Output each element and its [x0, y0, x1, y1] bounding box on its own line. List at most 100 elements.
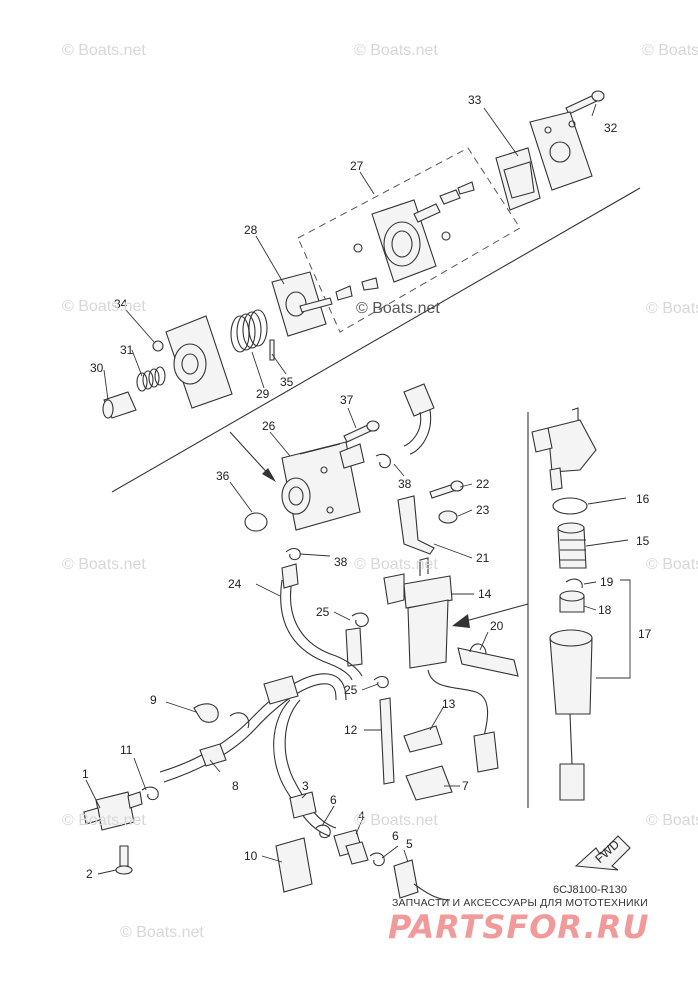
part-label-25b: 25 [344, 683, 358, 697]
part-label-32: 32 [604, 121, 618, 135]
filter-arrow-line [461, 603, 529, 623]
part-label-15: 15 [636, 534, 650, 548]
hose-3 [273, 699, 331, 837]
fuel-filter-14 [383, 557, 489, 737]
part-label-37: 37 [340, 393, 354, 407]
part-label-21: 21 [476, 551, 490, 565]
hose-3-end [289, 791, 317, 819]
part-label-27: 27 [350, 159, 364, 173]
part-label-38b: 38 [334, 555, 348, 569]
hose-sleeve-upper [263, 675, 299, 705]
upper-section-divider [111, 187, 641, 493]
part-label-18: 18 [598, 603, 612, 617]
part-label-26: 26 [262, 419, 276, 433]
pipe-short [345, 627, 363, 667]
o-ring-16 [552, 497, 588, 515]
watermark: © Boats.net [62, 42, 146, 59]
clamp-7 [405, 765, 453, 801]
pump-cover [529, 111, 593, 191]
nut-18 [559, 590, 585, 613]
filter-cup-17 [549, 629, 593, 801]
watermark: © Boats.net [354, 556, 438, 573]
part-label-22: 22 [476, 477, 490, 491]
fuel-joint-1 [83, 791, 143, 831]
fuel-filter-head [531, 407, 597, 491]
part-label-17: 17 [638, 627, 652, 641]
fwd-arrow-icon: FWD [574, 835, 631, 871]
gasket-33 [495, 147, 541, 211]
part-label-28: 28 [244, 223, 258, 237]
bolt-37 [343, 420, 380, 443]
part-label-25a: 25 [316, 605, 330, 619]
joint-4 [333, 829, 369, 865]
shop-tagline: ЗАПЧАСТИ И АКСЕССУАРЫ ДЛЯ МОТОТЕХНИКИ [392, 897, 648, 909]
nut-34 [152, 340, 164, 352]
bolt-22 [429, 480, 464, 499]
part-label-16: 16 [636, 492, 650, 506]
part-label-9: 9 [150, 693, 157, 707]
part-label-36: 36 [216, 469, 230, 483]
watermark: © Boats.net [354, 812, 438, 829]
bracket-21 [397, 495, 435, 555]
clip-6-upper [315, 824, 331, 839]
spring-31 [136, 366, 166, 392]
hose-5-line [413, 883, 451, 901]
part-label-3: 3 [302, 779, 309, 793]
watermark: © Boats.net [646, 300, 698, 317]
part-label-13: 13 [442, 697, 456, 711]
screw-2 [115, 845, 133, 875]
part-label-35: 35 [280, 375, 294, 389]
part-label-4: 4 [358, 809, 365, 823]
clip-38-lower [285, 547, 301, 561]
part-label-30: 30 [90, 361, 104, 375]
hose-8-inner [163, 683, 337, 783]
hose-24-inner [290, 579, 363, 677]
part-label-19: 19 [600, 575, 614, 589]
hose-8 [159, 673, 347, 773]
plunger-30 [102, 391, 137, 419]
hose-24 [280, 579, 353, 681]
clip-38-upper [375, 453, 391, 469]
part-label-34: 34 [114, 297, 128, 311]
part-label-38a: 38 [398, 477, 412, 491]
diagram-code: 6CJ8100-R130 [553, 884, 627, 896]
fuel-pump-26 [281, 441, 365, 531]
clip-6-lower [369, 852, 385, 867]
hose-3-inner [284, 699, 337, 829]
pump-housing [165, 315, 233, 409]
o-ring-36 [244, 512, 268, 532]
watermark: © Boats.net [62, 556, 146, 573]
part-label-2: 2 [86, 867, 93, 881]
connector-plug [473, 731, 499, 773]
clamp-10 [275, 837, 313, 893]
detail-arrow-head [262, 468, 276, 482]
part-label-11: 11 [120, 743, 133, 757]
clip-19 [565, 578, 583, 589]
holder-20 [457, 643, 519, 677]
part-label-6b: 6 [392, 829, 399, 843]
leader-lines [85, 103, 631, 875]
watermark: © Boats.net [62, 812, 146, 829]
detail-arrow-line [229, 431, 273, 479]
watermark: © Boats.net [354, 42, 438, 59]
part-label-7: 7 [462, 779, 469, 793]
clip-11 [141, 786, 159, 801]
part-label-33: 33 [468, 93, 482, 107]
watermark: © Boats.net [356, 300, 440, 317]
pipe-12 [379, 697, 395, 785]
clip-9 [193, 703, 219, 723]
watermark: © Boats.net [646, 812, 698, 829]
spring-29 [230, 309, 268, 353]
part-label-14: 14 [478, 587, 492, 601]
bolt-32 [565, 90, 605, 115]
part-label-24: 24 [228, 577, 242, 591]
part-label-8: 8 [232, 779, 239, 793]
watermark: © Boats.net [642, 42, 698, 59]
part-label-31: 31 [120, 343, 134, 357]
plate-28 [271, 271, 333, 337]
part-label-6a: 6 [330, 793, 337, 807]
part-label-5: 5 [406, 837, 413, 851]
part-label-23: 23 [476, 503, 490, 517]
part-number-labels: 1 2 3 4 5 6 6 7 8 9 10 11 12 13 14 15 16… [82, 93, 652, 881]
